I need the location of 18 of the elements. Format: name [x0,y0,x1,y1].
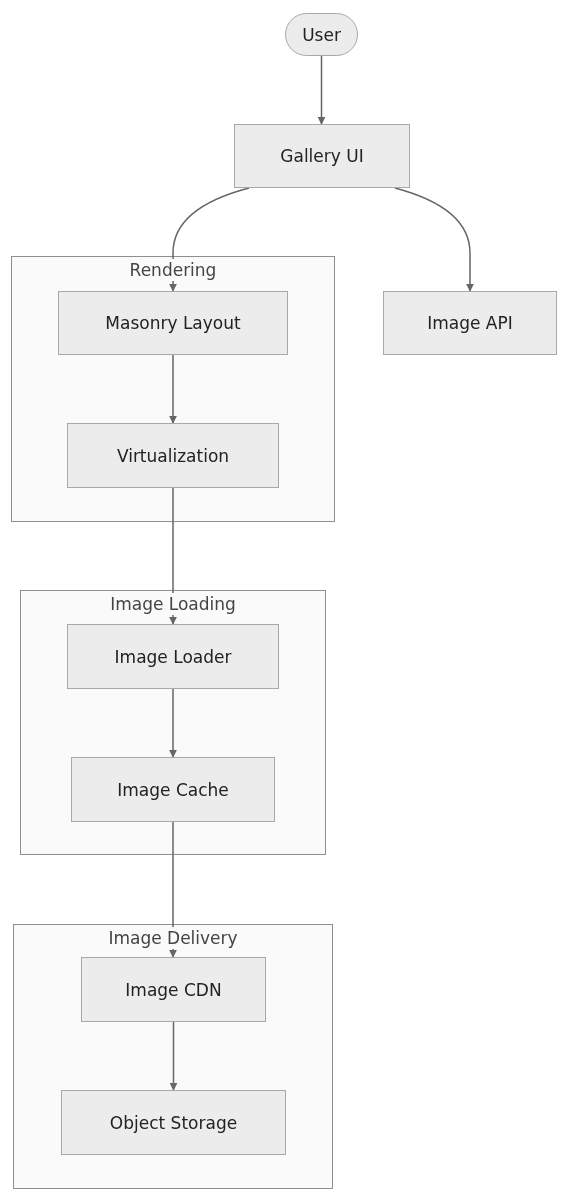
arrow [394,187,474,292]
arrow [169,1021,178,1091]
process-box: Image Cache [71,757,275,822]
terminal-node: User [285,13,358,56]
process-box: Masonry Layout [58,291,288,355]
process-box: Object Storage [61,1090,286,1155]
process-box: Virtualization [67,423,279,488]
process-box: Image Loader [67,624,279,689]
arrow [317,55,326,125]
arrow [169,688,177,758]
group-container [11,256,335,522]
process-box: Image API [383,291,557,355]
process-box: Image CDN [81,957,266,1022]
group-title: Image Loading [108,593,238,615]
group-container [13,924,333,1189]
arrow [169,354,177,424]
group-container [20,590,326,855]
process-box: Gallery UI [234,124,410,188]
